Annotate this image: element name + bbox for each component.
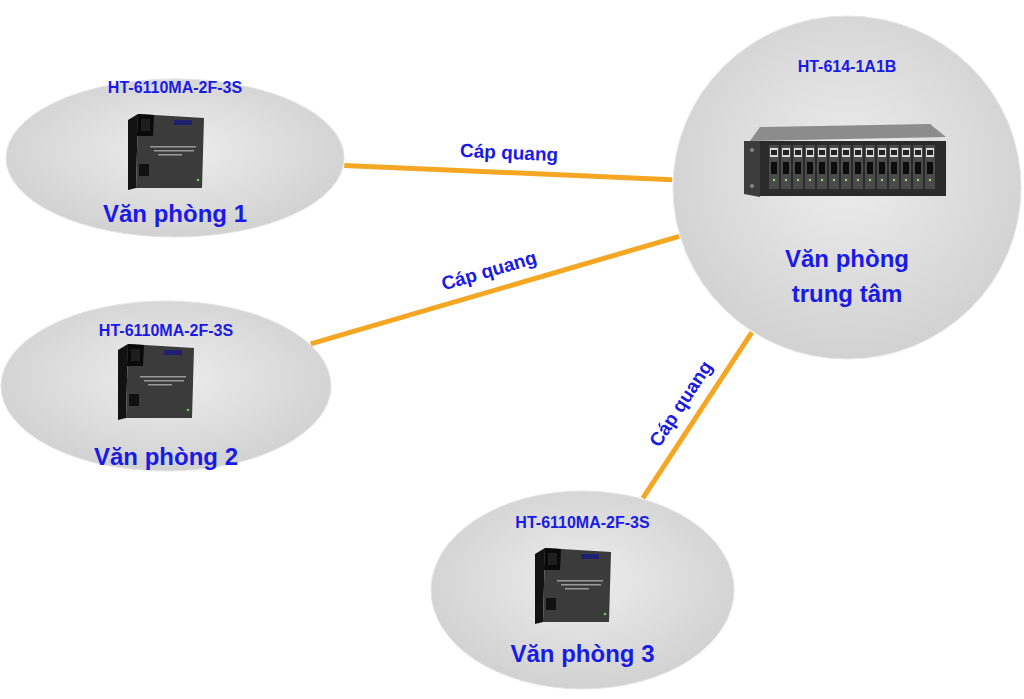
- fiber-cable: [643, 332, 752, 498]
- office-ellipse: HT-6110MA-2F-3S Văn phòng 2: [0, 300, 332, 472]
- model-label: HT-6110MA-2F-3S: [5, 79, 345, 97]
- office-ellipse: HT-6110MA-2F-3S Văn phòng 1: [5, 78, 345, 238]
- office-ellipse: HT-6110MA-2F-3S Văn phòng 3: [430, 490, 735, 690]
- media-converter: [535, 548, 611, 624]
- media-converter: [118, 344, 194, 420]
- fiber-cable: [344, 165, 672, 179]
- office-name: Văn phòng 1: [5, 200, 345, 228]
- fiber-cable: [311, 236, 680, 343]
- edge-label: Cáp quang: [439, 247, 539, 296]
- office-name: Văn phòng trung tâm: [762, 241, 932, 311]
- office-ellipse: HT-614-1A1B Văn phòng trung tâm: [672, 15, 1022, 360]
- rack-chassis: [744, 124, 946, 197]
- office-name: Văn phòng 3: [430, 640, 735, 668]
- model-label: HT-6110MA-2F-3S: [430, 514, 735, 532]
- edge-label: Cáp quang: [460, 139, 559, 165]
- model-label: HT-6110MA-2F-3S: [0, 322, 332, 340]
- model-label: HT-614-1A1B: [672, 58, 1022, 76]
- media-converter: [128, 114, 204, 190]
- office-name: Văn phòng 2: [0, 443, 332, 471]
